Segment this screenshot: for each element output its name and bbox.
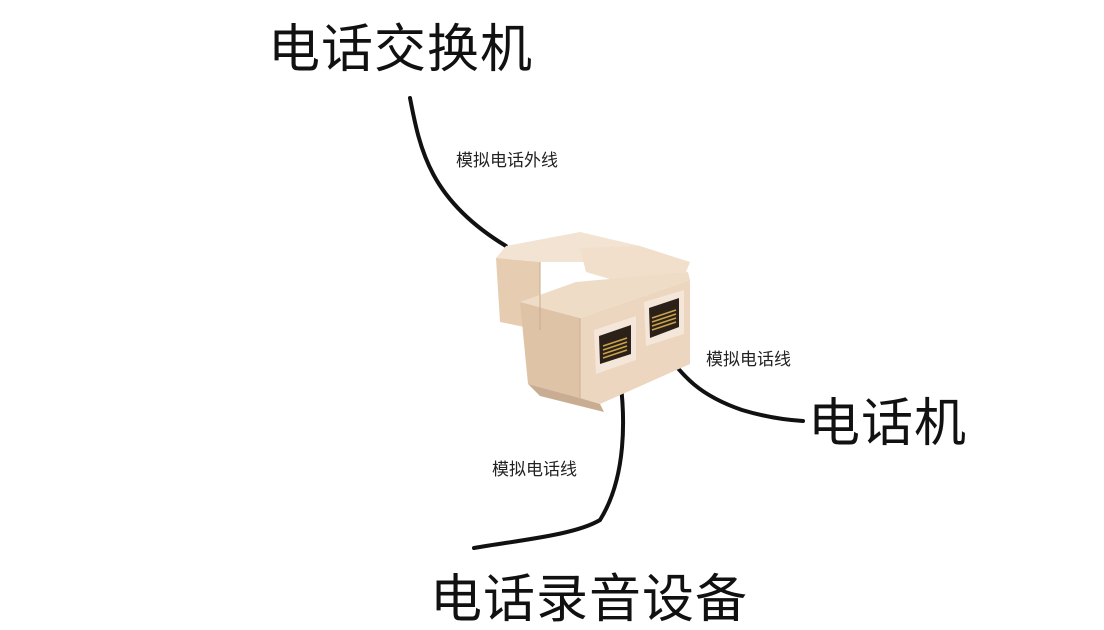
rj11-splitter-adapter-icon xyxy=(496,232,690,412)
outside-line-label: 模拟电话外线 xyxy=(456,151,558,171)
phone-line-label: 模拟电话线 xyxy=(706,350,791,370)
recorder-line-label: 模拟电话线 xyxy=(492,460,577,480)
phone-label: 电话机 xyxy=(808,394,968,454)
recorder-label: 电话录音设备 xyxy=(430,570,749,630)
cable-outside-line xyxy=(408,96,508,248)
cable-to-recorder xyxy=(472,356,626,550)
exchange-label: 电话交换机 xyxy=(268,20,534,80)
